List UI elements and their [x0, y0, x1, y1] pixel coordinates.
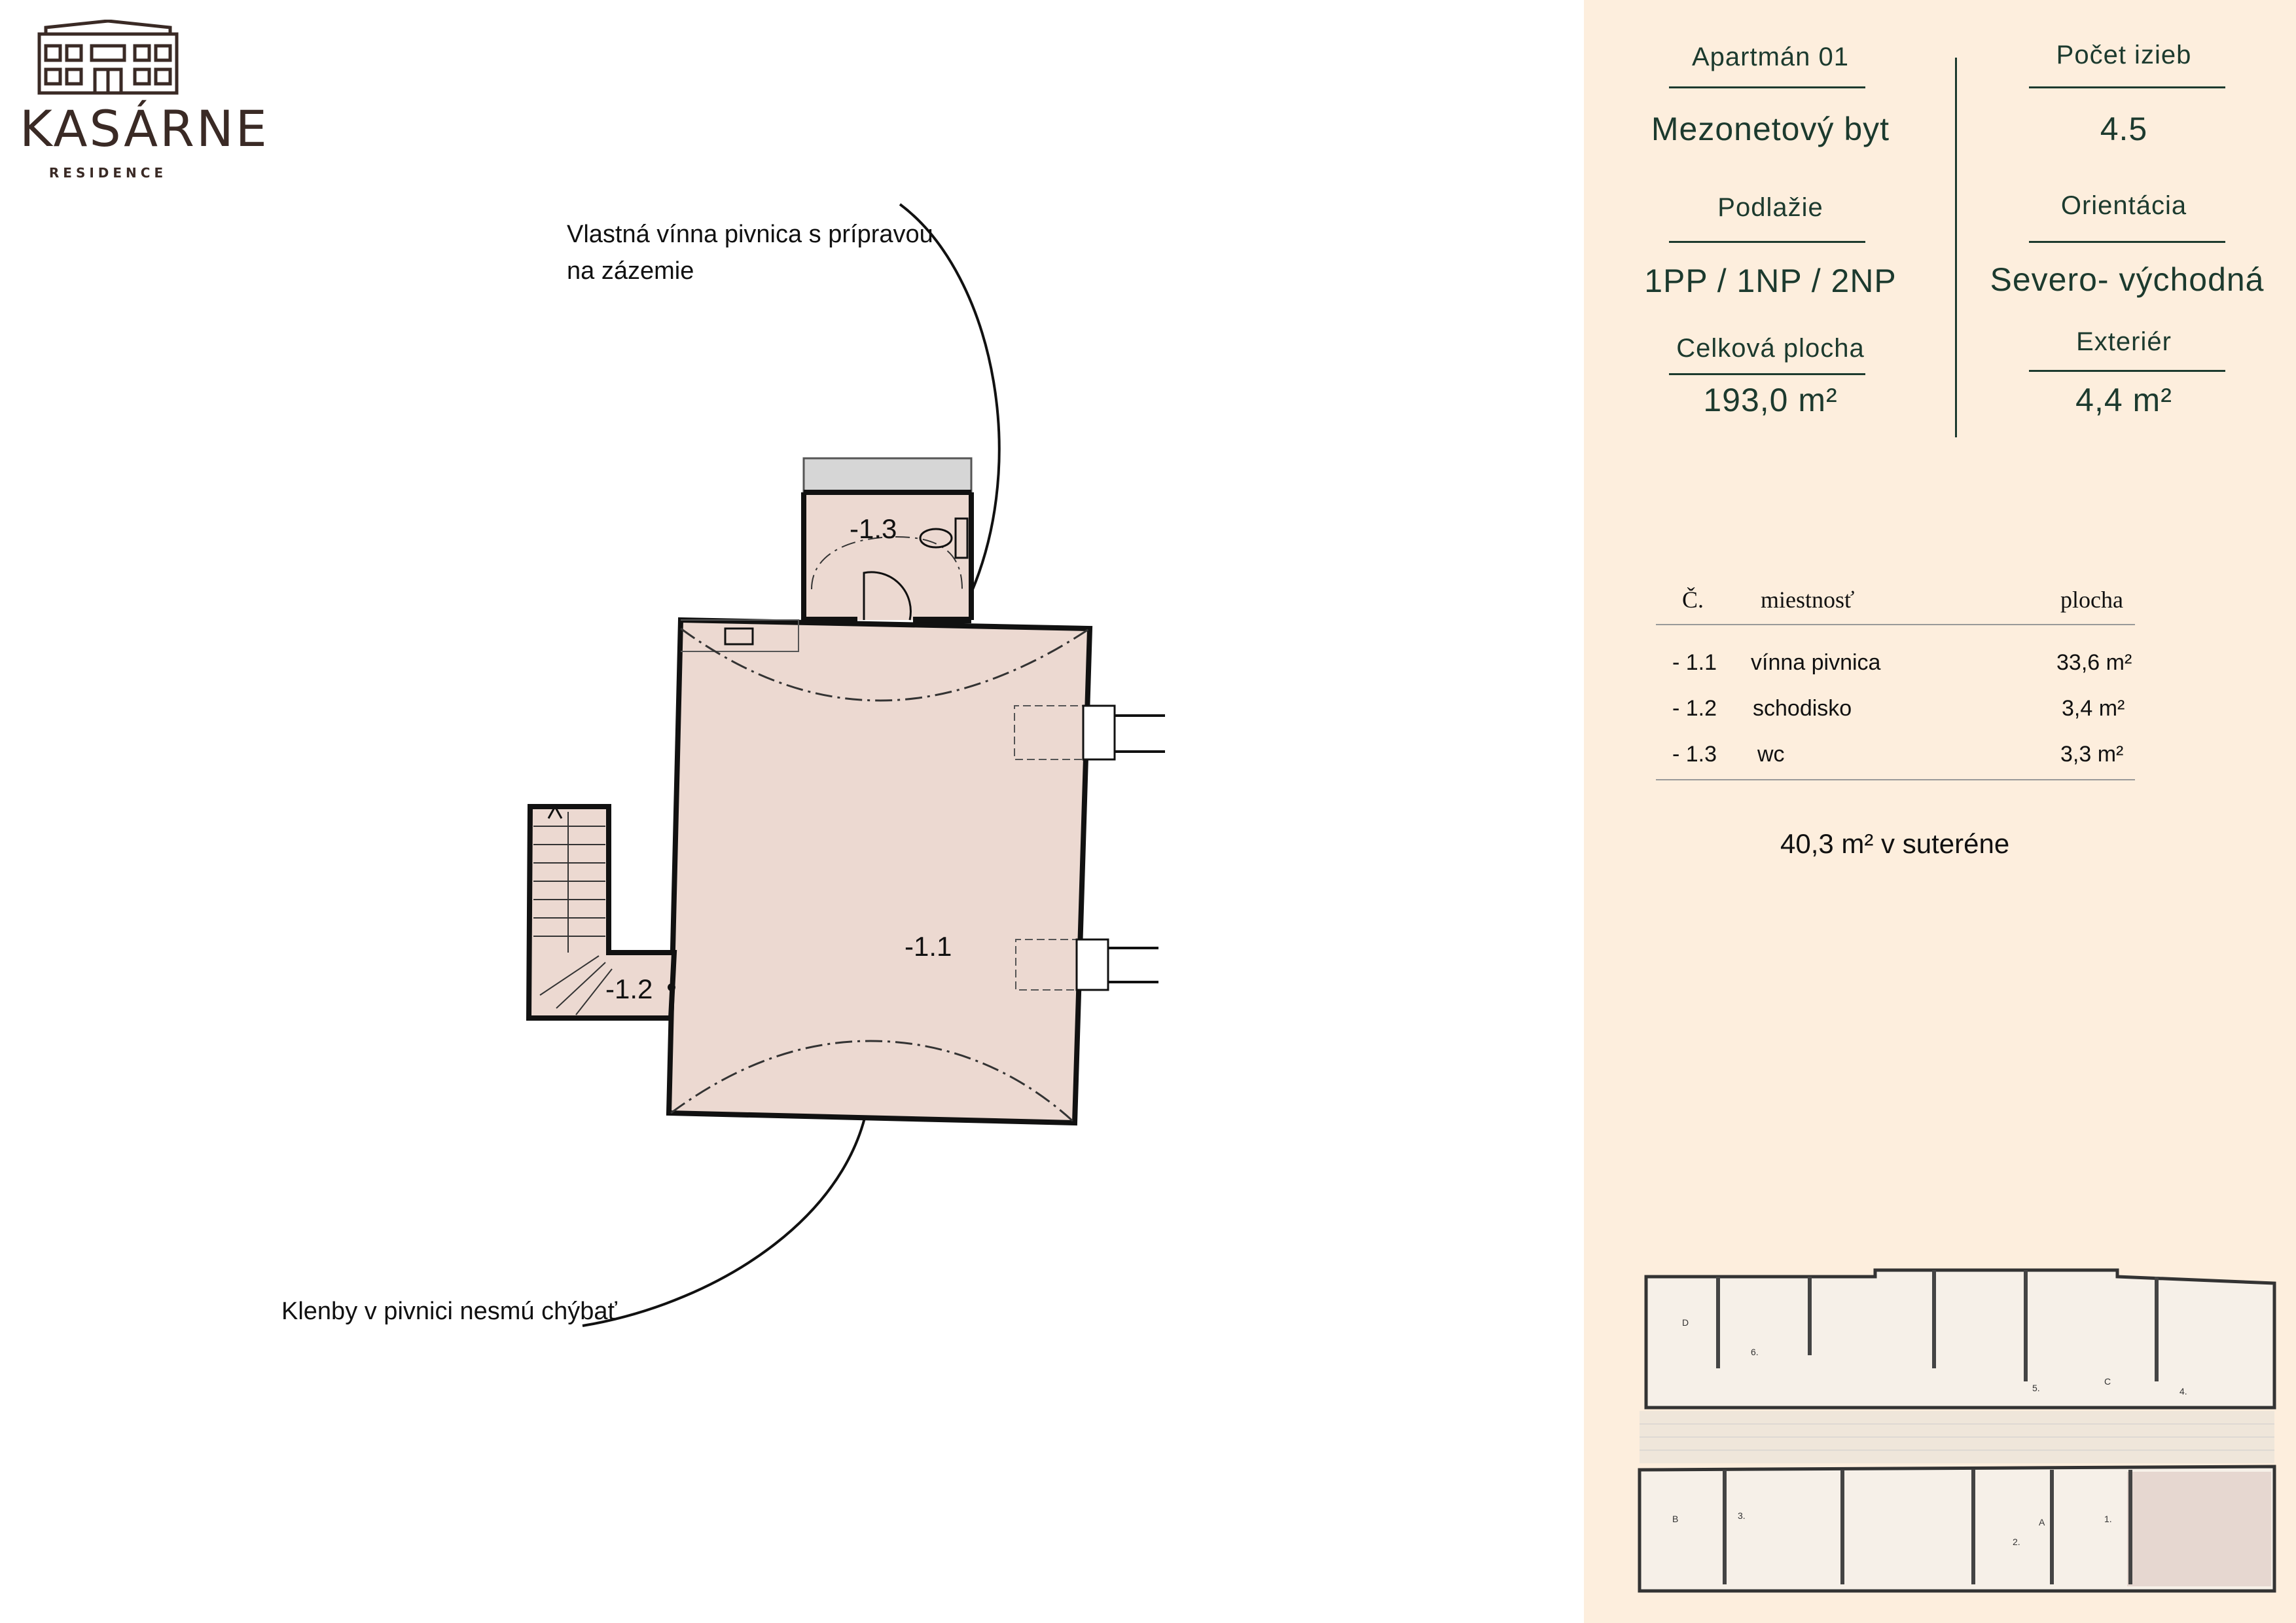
- total-basement-area: 40,3 m² v suteréne: [1780, 828, 2010, 859]
- keyplan-label: B: [1672, 1514, 1678, 1524]
- row-area: 33,6 m²: [2056, 650, 2132, 675]
- row-area: 3,4 m²: [2062, 696, 2125, 721]
- keyplan-label: 1.: [2104, 1514, 2112, 1524]
- keyplan-label: 2.: [2013, 1537, 2020, 1547]
- room-label-wc: -1.3: [850, 513, 897, 544]
- divider: [1669, 373, 1865, 375]
- rooms-value: 4.5: [2100, 111, 2148, 147]
- table-header-number: Č.: [1682, 587, 1704, 613]
- row-number: - 1.2: [1672, 696, 1717, 721]
- staircase-room: [526, 804, 677, 1021]
- building-logo-icon: [37, 20, 179, 95]
- table-header-area: plocha: [2060, 587, 2123, 613]
- keyplan-label: 5.: [2032, 1383, 2040, 1393]
- floor-plan: -1.3 -1.1 -1.2 Vlastná vínna pivnica s p…: [281, 203, 1165, 1327]
- cellar-room: [666, 617, 1165, 1126]
- row-room: vínna pivnica: [1751, 650, 1881, 675]
- room-label-stairs: -1.2: [605, 974, 653, 1004]
- exterior-label: Exteriér: [2076, 327, 2172, 356]
- keyplan-label: C: [2104, 1376, 2111, 1387]
- floor-value: 1PP / 1NP / 2NP: [1644, 263, 1897, 299]
- divider: [2029, 241, 2225, 243]
- orientation-value: Severo- východná: [1990, 261, 2265, 298]
- wc-room: [801, 457, 974, 623]
- leader-line-top: [899, 203, 1001, 613]
- divider: [2029, 370, 2225, 372]
- exterior-value: 4,4 m²: [2075, 382, 2172, 418]
- table-divider: [1656, 624, 2135, 625]
- room-label-cellar: -1.1: [905, 931, 952, 962]
- key-plan-diagram: D 6. 5. C 4. B 3. 2. A 1.: [1638, 1268, 2276, 1593]
- rooms-label: Počet izieb: [2056, 41, 2192, 69]
- note-wine-cellar-line1: Vlastná vínna pivnica s prípravou: [567, 221, 933, 248]
- note-wine-cellar: Vlastná vínna pivnica s prípravou na záz…: [567, 216, 933, 289]
- info-panel: Apartmán 01 Mezonetový byt Podlažie 1PP …: [1584, 0, 2296, 1623]
- keyplan-label: D: [1682, 1317, 1689, 1328]
- table-divider: [1656, 779, 2135, 780]
- row-room: wc: [1757, 742, 1785, 767]
- keyplan-label: 4.: [2179, 1386, 2187, 1396]
- divider: [2029, 86, 2225, 88]
- keyplan-label: 6.: [1751, 1347, 1759, 1357]
- apartment-type: Mezonetový byt: [1651, 111, 1890, 147]
- row-number: - 1.1: [1672, 650, 1717, 675]
- area-label: Celková plocha: [1676, 334, 1865, 363]
- row-number: - 1.3: [1672, 742, 1717, 767]
- row-area: 3,3 m²: [2060, 742, 2124, 767]
- floor-plan-drawing: -1.3 -1.1 -1.2: [526, 203, 1165, 1327]
- note-vaults: Klenby v pivnici nesmú chýbať: [281, 1298, 617, 1325]
- logo-subtitle: RESIDENCE: [48, 165, 168, 181]
- divider: [1669, 86, 1865, 88]
- orientation-label: Orientácia: [2060, 191, 2187, 220]
- leader-line-bottom: [582, 1080, 872, 1327]
- keyplan-label: 3.: [1738, 1510, 1746, 1521]
- floor-label: Podlažie: [1717, 193, 1823, 222]
- note-wine-cellar-line2: na zázemie: [567, 257, 694, 285]
- area-value: 193,0 m²: [1703, 382, 1838, 418]
- row-room: schodisko: [1753, 696, 1852, 721]
- column-divider: [1955, 58, 1957, 437]
- table-header-room: miestnosť: [1761, 587, 1855, 613]
- divider: [1669, 241, 1865, 243]
- apartment-name: Apartmán 01: [1691, 43, 1850, 71]
- keyplan-label: A: [2039, 1517, 2045, 1527]
